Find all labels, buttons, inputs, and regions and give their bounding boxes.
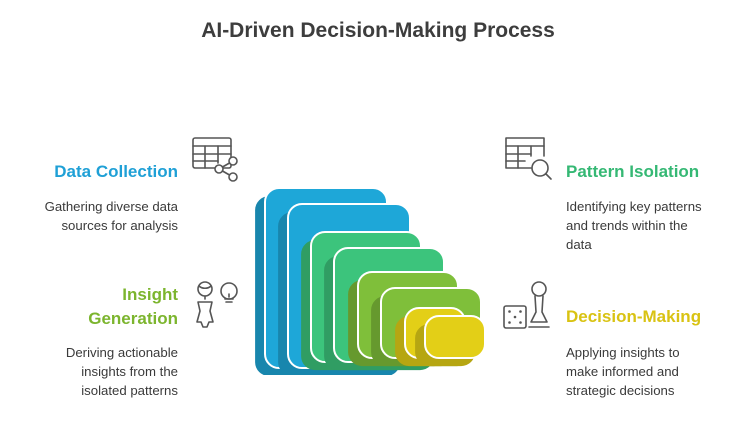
- data-collection-description: Gathering diverse data sources for analy…: [45, 197, 178, 235]
- description-line: data: [566, 237, 592, 252]
- insight-generation-description: Deriving actionable insights from the is…: [66, 343, 178, 400]
- pattern-isolation-description: Identifying key patterns and trends with…: [566, 197, 702, 254]
- insight-generation-title: Insight Generation: [88, 283, 178, 331]
- data-collection-title: Data Collection: [54, 162, 178, 181]
- description-line: and trends within the: [566, 218, 688, 233]
- description-line: Identifying key patterns: [566, 199, 702, 214]
- description-line: sources for analysis: [61, 218, 178, 233]
- stacked-layers-graphic: [255, 187, 486, 375]
- description-line: isolated patterns: [81, 383, 178, 398]
- description-line: Gathering diverse data: [44, 199, 178, 214]
- dice-pawn-icon: [503, 281, 550, 329]
- description-line: Applying insights to: [566, 345, 680, 360]
- title-line: Generation: [88, 309, 178, 328]
- person-lightbulb-icon: [196, 281, 238, 328]
- decision-making-title: Decision-Making: [566, 307, 702, 326]
- description-line: Deriving actionable: [65, 345, 178, 360]
- title-line: Insight: [122, 285, 178, 304]
- pattern-isolation-title: Pattern Isolation: [566, 162, 700, 181]
- description-line: insights from the: [81, 364, 178, 379]
- table-search-icon: [505, 137, 552, 180]
- table-share-icon: [192, 137, 238, 182]
- layer-face: [424, 315, 486, 359]
- decision-making-description: Applying insights to make informed and s…: [566, 343, 680, 400]
- description-line: strategic decisions: [566, 383, 675, 398]
- page-title: AI-Driven Decision-Making Process: [201, 19, 555, 42]
- description-line: make informed and: [566, 364, 679, 379]
